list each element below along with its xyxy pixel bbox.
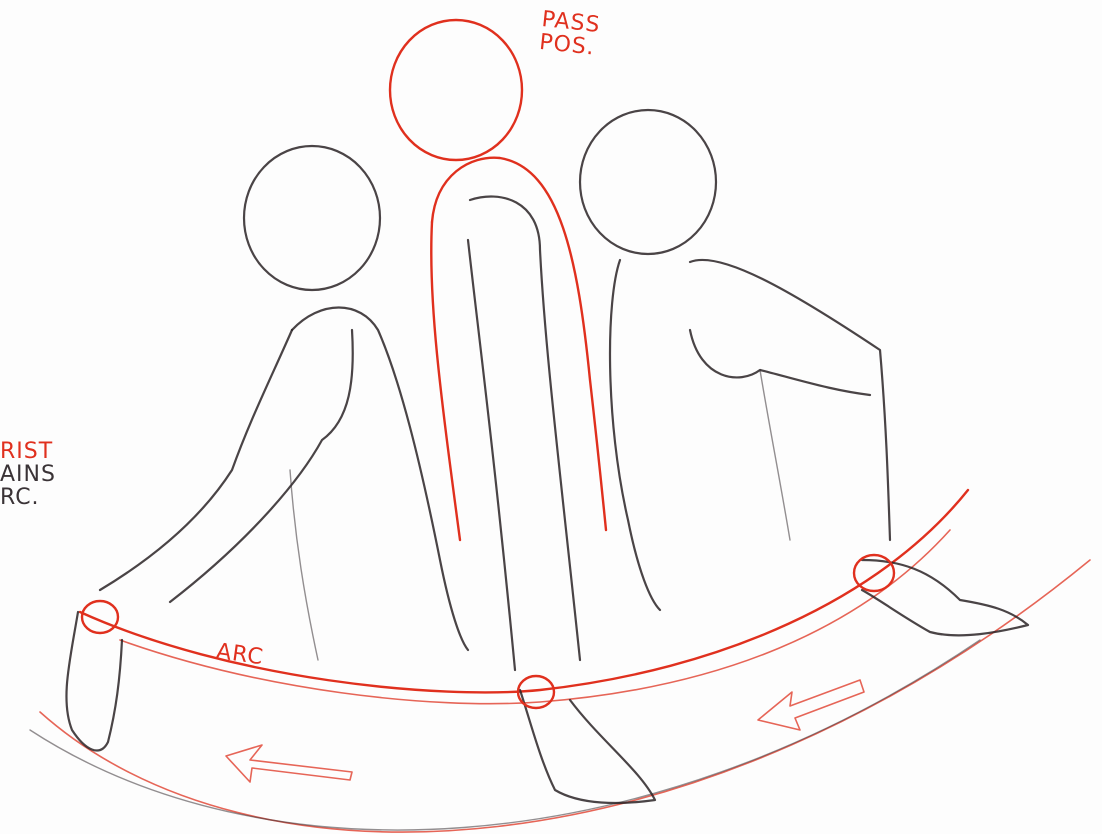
- center-figure-arm-inner: [468, 240, 515, 670]
- right-figure-hand: [862, 560, 1028, 635]
- wrist-arc-line: [80, 490, 968, 692]
- right-figure: [580, 110, 1028, 635]
- right-figure-shoulder: [690, 260, 890, 540]
- center-figure-head: [390, 20, 522, 160]
- left-figure: [66, 146, 468, 751]
- center-figure-body: [432, 158, 606, 530]
- left-figure-body: [292, 308, 468, 651]
- outer-arc-guide-extra: [30, 640, 980, 830]
- center-figure-arm: [470, 197, 580, 660]
- pass-position-note-line2: POS.: [538, 31, 599, 60]
- left-figure-head: [244, 146, 380, 290]
- left-wrist-circle: [82, 601, 118, 633]
- left-arrow-left-lower: [226, 745, 352, 782]
- pass-position-note: PASS POS.: [538, 8, 601, 60]
- wrist-arc-note: RIST AINS RC.: [0, 440, 56, 509]
- wrist-arc-note-line1: RIST: [0, 440, 56, 463]
- wrist-arc-note-line2: AINS: [0, 463, 56, 486]
- wrist-arc-line-echo: [120, 530, 950, 704]
- right-figure-torso-line: [760, 370, 790, 540]
- right-arrow-up-left: [758, 680, 864, 730]
- right-figure-body: [610, 260, 660, 610]
- center-figure-back: [431, 222, 460, 540]
- left-figure-upper-arm: [100, 330, 292, 590]
- wrist-arc-note-line3: RC.: [0, 486, 56, 509]
- right-figure-arm-inner: [690, 330, 870, 395]
- right-figure-head: [580, 110, 716, 254]
- center-figure: [390, 20, 655, 803]
- outer-arc-guide: [40, 560, 1090, 832]
- left-figure-upper-arm-inner: [170, 330, 353, 602]
- left-figure-torso-line: [290, 470, 318, 660]
